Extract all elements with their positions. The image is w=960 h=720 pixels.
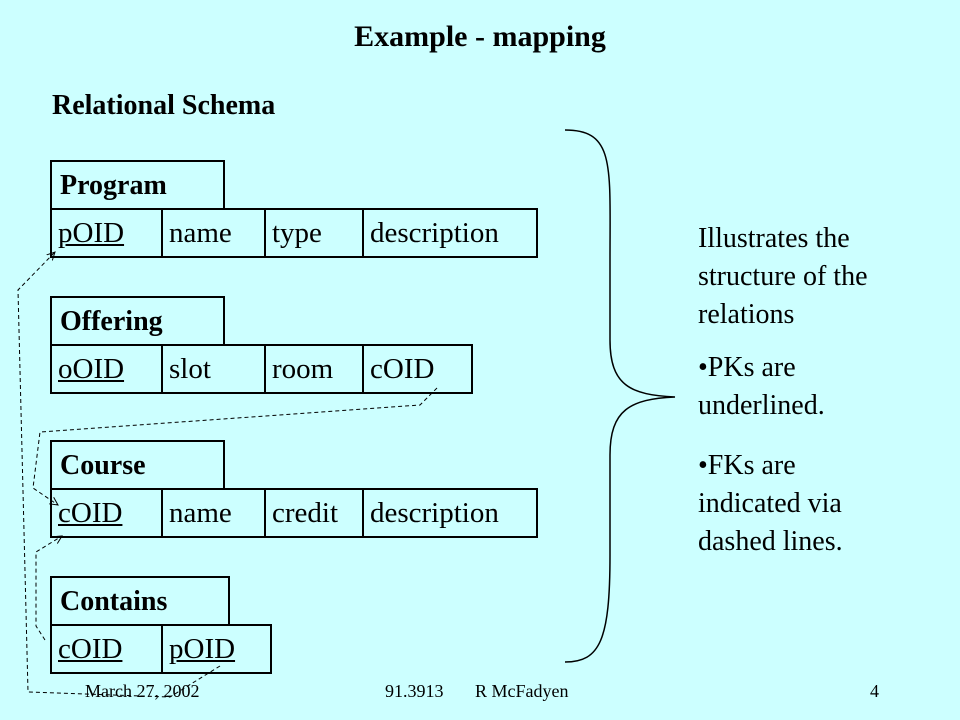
notes-intro: Illustrates the structure of the relatio…	[698, 220, 868, 334]
notes-bullet-pk-line: •PKs are	[698, 352, 796, 383]
column-contains-coid: cOID	[58, 633, 123, 665]
column-offering-slot: slot	[161, 346, 264, 392]
notes-bullet-pk-line: underlined.	[698, 390, 825, 421]
notes-intro-line: structure of the	[698, 261, 868, 292]
table-name-contains: Contains	[50, 576, 230, 624]
notes-bullet-fk-line: •FKs are	[698, 450, 796, 481]
column-course-credit: credit	[264, 490, 362, 536]
footer-author: R McFadyen	[475, 681, 569, 701]
column-course-description: description	[362, 490, 536, 536]
notes-bullet-pk: •PKs are underlined.	[698, 349, 825, 425]
column-program-poid: pOID	[58, 217, 125, 249]
notes-intro-line: relations	[698, 299, 795, 330]
schema-heading: Relational Schema	[52, 90, 276, 121]
notes-intro-line: Illustrates the	[698, 223, 850, 254]
column-course-name: name	[161, 490, 264, 536]
slide-title: Example - mapping	[354, 20, 606, 53]
table-name-offering: Offering	[50, 296, 225, 344]
table-row-offering: oOID slot room cOID	[50, 344, 473, 394]
notes-bullet-fk: •FKs are indicated via dashed lines.	[698, 447, 843, 561]
page-number: 4	[870, 681, 879, 701]
footer-course: 91.3913	[385, 681, 444, 701]
column-offering-coid: cOID	[362, 346, 471, 392]
table-name-course: Course	[50, 440, 225, 488]
notes-bullet-fk-line: dashed lines.	[698, 526, 843, 557]
column-contains-poid: pOID	[161, 626, 270, 672]
column-offering-ooid: oOID	[58, 353, 125, 385]
column-program-type: type	[264, 210, 362, 256]
notes-bullet-fk-line: indicated via	[698, 488, 842, 519]
column-program-name: name	[161, 210, 264, 256]
footer-date: March 27, 2002	[85, 681, 200, 701]
table-row-contains: cOID pOID	[50, 624, 272, 674]
column-program-description: description	[362, 210, 536, 256]
brace-icon	[564, 129, 676, 663]
table-row-program: pOID name type description	[50, 208, 538, 258]
table-name-program: Program	[50, 160, 225, 208]
column-course-coid: cOID	[58, 497, 123, 529]
column-offering-room: room	[264, 346, 362, 392]
table-row-course: cOID name credit description	[50, 488, 538, 538]
